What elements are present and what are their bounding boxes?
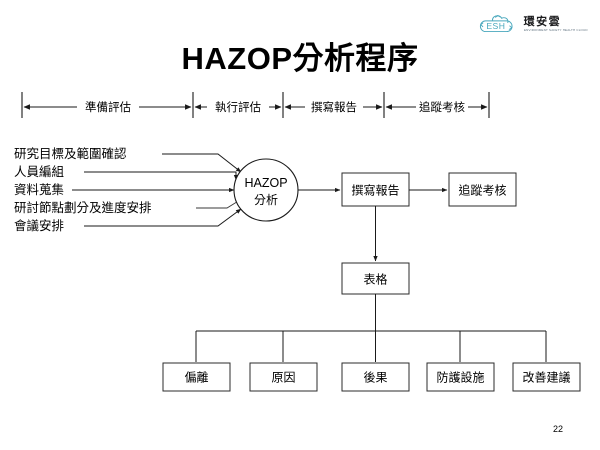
table-column-0[interactable]: 偏離 [162,362,231,392]
table-column-0-label: 偏離 [184,371,208,385]
table-branch-connectors [195,294,547,362]
followup-node[interactable]: 追蹤考核 [448,172,517,207]
phase-bar: 準備評估 執行評估 撰寫報告 追蹤考核 [21,92,490,118]
input-connector-1 [84,171,239,181]
input-label-1: 人員編組 [14,165,64,179]
table-column-3-label: 防護設施 [436,370,484,385]
table-column-4[interactable]: 改善建議 [512,362,581,392]
hazop-hub-label-cn: 分析 [254,193,278,207]
phase-segment-1: 執行評估 [194,100,282,114]
table-node-shape [341,262,410,295]
table-column-1-shape [249,362,318,392]
table-column-0-shape [162,362,231,392]
phase-label-1: 執行評估 [215,100,261,114]
table-column-4-label: 改善建議 [522,370,570,385]
phase-segment-2: 撰寫報告 [284,100,383,114]
table-column-2-shape [341,362,410,392]
table-column-2-label: 後果 [363,371,387,385]
cloud-recycle-icon: ESH [479,15,513,33]
input-connector-4 [84,208,242,227]
phase-label-0: 準備評估 [85,100,131,114]
followup-node-label: 追蹤考核 [458,183,506,198]
table-column-1[interactable]: 原因 [249,362,318,392]
input-connector-0 [162,153,242,173]
page-title: HAZOP分析程序 [181,41,419,76]
table-column-3[interactable]: 防護設施 [426,362,495,392]
input-label-3: 研討節點劃分及進度安排 [14,200,152,215]
phase-label-3: 追蹤考核 [419,100,465,114]
table-node-label: 表格 [363,272,387,287]
logo-brand-cn: 環安雲 [523,14,562,28]
input-connector-3 [196,199,241,209]
phase-segment-0: 準備評估 [23,100,192,114]
report-node-label: 撰寫報告 [351,183,399,198]
hazop-hub-node[interactable]: HAZOP 分析 [233,158,299,222]
input-label-2: 資料蒐集 [14,182,64,197]
svg-text:ESH: ESH [486,21,505,31]
logo-brand-sub: ENVIRONMENT SAFETY HEALTH CLOUD [523,27,588,32]
hazop-hub-label-en: HAZOP [244,176,287,190]
table-node[interactable]: 表格 [341,262,410,295]
followup-node-shape [448,172,517,207]
input-label-0: 研究目標及範圍確認 [14,146,127,161]
input-connectors [72,153,242,227]
input-label-4: 會議安排 [14,218,64,233]
phase-label-2: 撰寫報告 [311,100,357,114]
input-list: 研究目標及範圍確認 人員編組 資料蒐集 研討節點劃分及進度安排 會議安排 [14,146,152,233]
table-column-4-shape [512,362,581,392]
esh-logo: ESH 環安雲 ENVIRONMENT SAFETY HEALTH CLOUD [478,8,590,40]
table-column-3-shape [426,362,495,392]
table-column-2[interactable]: 後果 [341,362,410,392]
report-node[interactable]: 撰寫報告 [341,172,410,207]
hazop-hub-shape [233,158,299,222]
table-column-1-label: 原因 [271,371,295,385]
page-number: 22 [553,424,563,434]
phase-segment-3: 追蹤考核 [385,100,488,114]
